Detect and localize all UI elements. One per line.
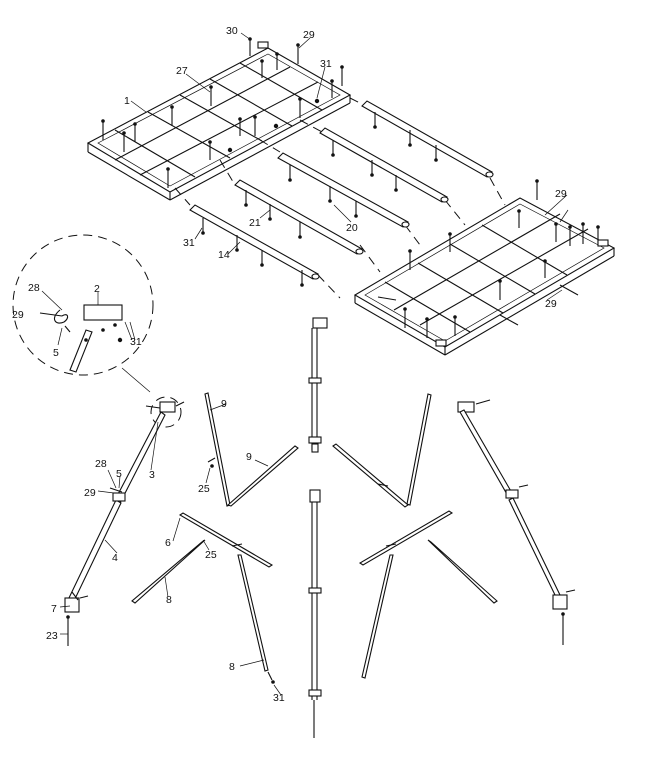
right-side-frame	[457, 399, 576, 645]
callout-6: 6	[165, 537, 171, 549]
callout-8-bottom: 8	[229, 661, 235, 673]
right-frame-assembly	[353, 179, 616, 356]
detail-bracket	[83, 304, 123, 321]
callout-5-detail: 5	[53, 347, 59, 359]
callout-14: 14	[218, 249, 230, 261]
connecting-rails	[174, 97, 506, 299]
callout-9-upper: 9	[221, 398, 227, 410]
callout-8-left: 8	[166, 594, 172, 606]
callout-29-side: 29	[84, 487, 96, 499]
foot-bracket-7	[64, 597, 80, 613]
left-side-frame	[64, 396, 185, 646]
callout-27: 27	[176, 65, 188, 77]
callout-labels: 1 2 3 4 5 5 6 7 8 8 9 9 14 20 21 23 25 2…	[12, 25, 567, 704]
callout-31-top: 31	[320, 58, 332, 70]
callout-4: 4	[112, 552, 118, 564]
left-frame-assembly	[86, 37, 352, 201]
leader-lines	[41, 32, 569, 696]
callout-30: 30	[226, 25, 238, 37]
callout-31-rail: 31	[183, 237, 195, 249]
callout-29-right-frame: 29	[555, 188, 567, 200]
callout-7: 7	[51, 603, 57, 615]
right-frame-inner	[364, 203, 605, 342]
callout-29-right-lower: 29	[545, 298, 557, 310]
callout-28-side: 28	[95, 458, 107, 470]
brace-part-6	[178, 512, 274, 568]
braces	[131, 392, 498, 684]
callout-3: 3	[149, 469, 155, 481]
callout-20: 20	[346, 222, 358, 234]
callout-1: 1	[124, 95, 130, 107]
right-frame-bolts	[377, 179, 609, 347]
rail-bolts	[201, 112, 438, 287]
center-pole	[308, 317, 328, 738]
callout-23: 23	[46, 630, 58, 642]
callout-31-bottom: 31	[273, 692, 285, 704]
callout-29-top: 29	[303, 29, 315, 41]
callout-5-side: 5	[116, 468, 122, 480]
callout-25-lower: 25	[205, 549, 217, 561]
callout-21: 21	[249, 217, 261, 229]
detail-view-circle	[12, 234, 154, 393]
callout-28-detail: 28	[28, 282, 40, 294]
callout-29-detail: 29	[12, 309, 24, 321]
callout-25-upper: 25	[198, 483, 210, 495]
callout-31-detail: 31	[130, 336, 142, 348]
callout-2: 2	[94, 283, 100, 295]
callout-9-lower: 9	[246, 451, 252, 463]
